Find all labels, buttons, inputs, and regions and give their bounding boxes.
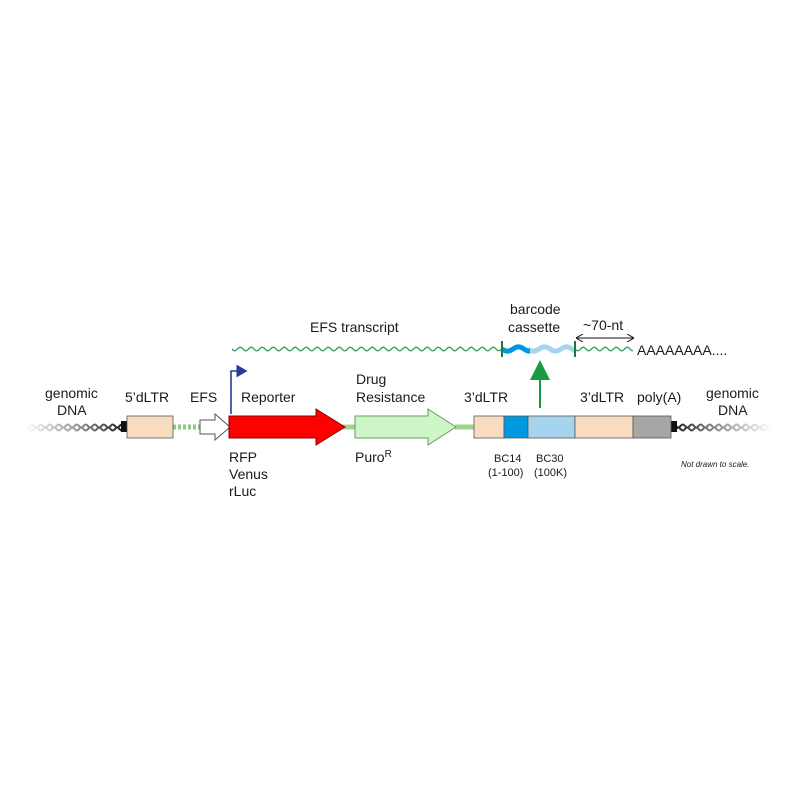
barcode-label-line2: cassette xyxy=(508,319,560,335)
genomic-dna-left-label-1: genomic xyxy=(45,385,98,401)
drug-label-line1: Drug xyxy=(356,371,386,387)
puro-resistance-arrow xyxy=(354,408,457,446)
barcode-bc14-wave xyxy=(500,344,530,354)
not-to-scale-note: Not drawn to scale. xyxy=(681,460,749,469)
reporter-label: Reporter xyxy=(241,389,296,405)
bc14-range: (1-100) xyxy=(488,467,523,479)
puro-label: PuroR xyxy=(355,449,392,465)
bc14-box xyxy=(503,415,529,439)
bc30-range: (100K) xyxy=(534,467,567,479)
ltr3-label-a: 3’dLTR xyxy=(464,389,508,405)
genomic-dna-left xyxy=(24,421,127,432)
ltr3-label-b: 3’dLTR xyxy=(580,389,624,405)
barcode-label-line1: barcode xyxy=(510,301,561,317)
efs-label: EFS xyxy=(190,389,217,405)
polya-label: poly(A) xyxy=(637,389,681,405)
ltr3-box-a xyxy=(473,415,505,439)
genomic-dna-right xyxy=(671,421,773,432)
polya-box xyxy=(632,415,672,439)
spacer-wave xyxy=(574,346,634,352)
efs-promoter-arrow xyxy=(230,364,248,414)
efs-promoter-arrow-shape xyxy=(199,412,231,442)
genomic-dna-right-label-1: genomic xyxy=(706,385,759,401)
spacer-length-label: ~70-nt xyxy=(583,317,623,333)
reporter-arrow xyxy=(228,408,346,446)
ltr5-box xyxy=(126,415,174,439)
reporter-option-2: Venus xyxy=(229,466,268,482)
bc30-box xyxy=(527,415,576,439)
puro-superscript: R xyxy=(385,449,392,460)
genomic-dna-right-label-2: DNA xyxy=(718,402,748,418)
drug-label-line2: Resistance xyxy=(356,389,425,405)
barcode-cassette-wave xyxy=(526,344,577,354)
ltr3-box-b xyxy=(574,415,634,439)
ltr5-label: 5’dLTR xyxy=(125,389,169,405)
reporter-option-1: RFP xyxy=(229,449,257,465)
reporter-option-3: rLuc xyxy=(229,483,256,499)
efs-transcript-label: EFS transcript xyxy=(310,319,399,335)
polya-tail-sequence: AAAAAAAA.... xyxy=(637,342,727,358)
bc30-label: BC30 xyxy=(536,453,564,465)
efs-transcript-wave xyxy=(231,346,503,352)
genomic-dna-left-label-2: DNA xyxy=(57,402,87,418)
bc14-label: BC14 xyxy=(494,453,522,465)
